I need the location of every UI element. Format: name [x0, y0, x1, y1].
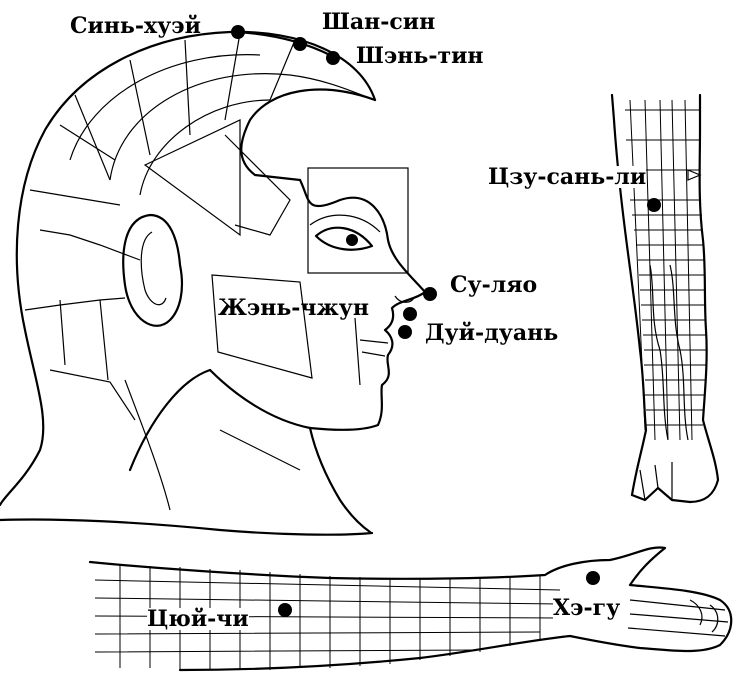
point-zhen-chzhun-marker — [403, 307, 417, 321]
head-outline — [0, 32, 425, 535]
label-shan-sin: Шан-син — [322, 11, 435, 33]
label-tszu-san-li: Цзу-сань-ли — [488, 166, 646, 188]
point-khe-gu-marker — [586, 571, 600, 585]
label-shen-tin: Шэнь-тин — [356, 45, 484, 67]
point-sin-khuei-marker — [231, 25, 245, 39]
point-tsyui-chi-marker — [278, 603, 292, 617]
label-su-lyao: Су-ляо — [450, 274, 537, 296]
point-shan-sin-marker — [293, 37, 307, 51]
label-dui-duan: Дуй-дуань — [425, 322, 558, 344]
point-dui-duan-marker — [398, 325, 412, 339]
point-shen-tin-marker — [326, 51, 340, 65]
point-su-lyao-marker — [423, 287, 437, 301]
point-tszu-san-li-marker — [647, 198, 661, 212]
label-sin-khuei: Синь-хуэй — [70, 15, 201, 37]
label-tsyui-chi: Цюй-чи — [147, 608, 249, 630]
label-zhen-chzhun: Жэнь-чжун — [218, 297, 369, 319]
leg-outline — [612, 95, 718, 502]
label-khe-gu: Хэ-гу — [553, 597, 620, 619]
